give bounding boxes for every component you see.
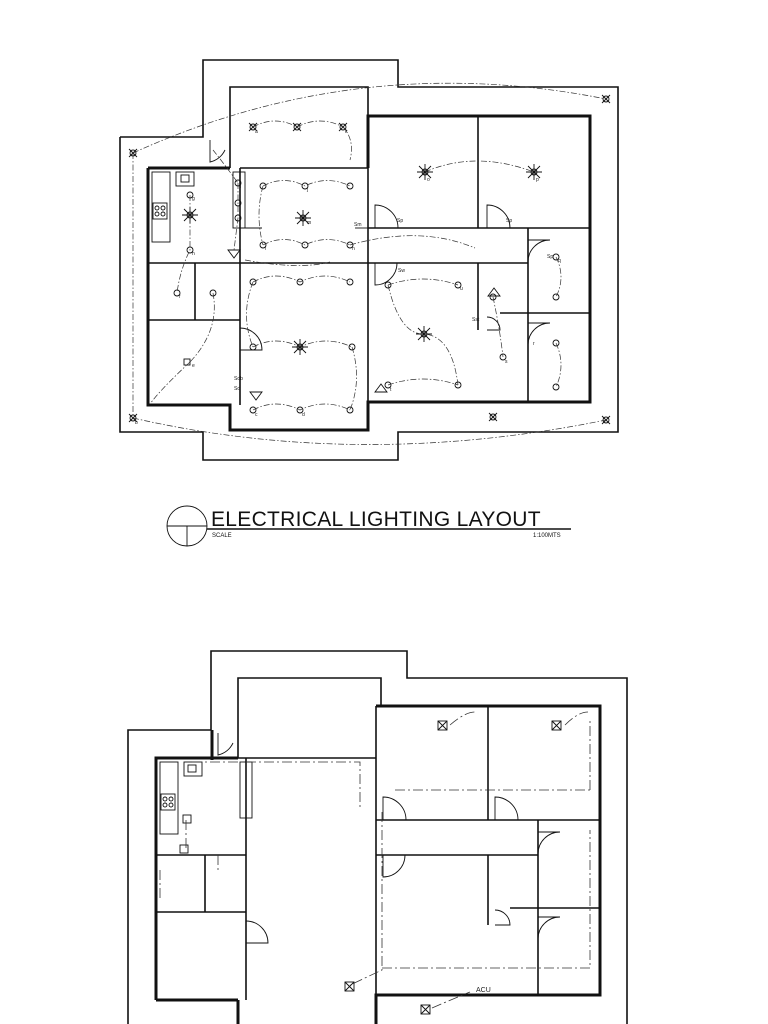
fixture-label: p xyxy=(536,177,539,183)
fixture-label: d xyxy=(302,412,305,418)
ac-unit-icon xyxy=(420,1004,431,1015)
ceiling-light-icon xyxy=(454,281,462,289)
wall-light-icon xyxy=(374,383,388,393)
kitchen-fixtures xyxy=(151,171,246,243)
lighting-plan: Sp Sp Sp Sm Sw Sst Sdb Sd a b c d e f g … xyxy=(119,59,619,461)
ac-unit-icon xyxy=(344,981,355,992)
wiring xyxy=(132,82,607,445)
wall-light-icon xyxy=(249,391,263,401)
ceiling-light-icon xyxy=(249,406,257,414)
ceiling-light-icon xyxy=(552,383,560,391)
switch-label: Sw xyxy=(398,268,405,274)
fixture-label: l xyxy=(265,246,266,252)
ceiling-light-icon xyxy=(552,339,560,347)
ac-piping xyxy=(159,711,591,1009)
ceiling-light-icon xyxy=(249,343,257,351)
ac-plan: ACU xyxy=(127,650,628,1024)
fixture-label: i xyxy=(240,184,241,190)
fixture-label: g xyxy=(192,196,195,202)
switch-label: Sd xyxy=(234,386,240,392)
plan-labels: Sp Sp Sp Sm Sw Sst Sdb Sd a b c d e f g … xyxy=(135,129,561,426)
ceiling-light-icon xyxy=(301,182,309,190)
fixture-label: f xyxy=(179,294,181,300)
ceiling-light-icon xyxy=(292,122,302,132)
fixture-label: t xyxy=(390,387,392,393)
ceiling-light-icon xyxy=(552,253,560,261)
ceiling-light-icon xyxy=(454,381,462,389)
fixture-label: j xyxy=(306,187,308,193)
kitchen-fixtures xyxy=(159,761,253,835)
ceiling-light-icon xyxy=(346,241,354,249)
ceiling-light-icon xyxy=(384,281,392,289)
fixture-label: u xyxy=(460,286,463,292)
ceiling-light-icon xyxy=(346,278,354,286)
house-walls xyxy=(146,86,592,432)
ceiling-light-icon xyxy=(296,278,304,286)
ceiling-light-icon xyxy=(249,278,257,286)
switch-label: Sst xyxy=(472,317,480,323)
ceiling-light-icon xyxy=(488,412,498,422)
ceiling-light-icon xyxy=(348,343,356,351)
switch-label: Sdb xyxy=(234,376,243,382)
house-walls xyxy=(154,677,602,1024)
ceiling-light-icon xyxy=(552,293,560,301)
switch-label: Sp xyxy=(547,254,553,260)
wall-light-icon xyxy=(487,287,501,297)
fixture-label: c xyxy=(255,412,258,418)
ceiling-light-icon xyxy=(301,241,309,249)
ac-unit-icon xyxy=(182,814,192,824)
fixture-label: r xyxy=(533,341,535,347)
pendant-light-icon xyxy=(295,210,311,226)
fixture-label: s xyxy=(505,359,508,365)
fixture-label: o xyxy=(427,177,430,183)
door-swings xyxy=(209,140,551,351)
ceiling-light-icon xyxy=(489,293,497,301)
fixture-label: h xyxy=(192,251,195,257)
ceiling-light-icon xyxy=(183,358,191,366)
pendant-light-icon xyxy=(416,326,432,342)
ceiling-light-icon xyxy=(346,182,354,190)
ceiling-light-icon xyxy=(173,289,181,297)
fixture-label: a xyxy=(255,129,258,135)
ac-unit-icon xyxy=(179,844,189,854)
fixture-label: m xyxy=(307,220,311,226)
ceiling-light-icon xyxy=(384,381,392,389)
scale-value: 1:100MTS xyxy=(533,533,561,539)
ac-unit-icon xyxy=(551,720,562,731)
fixture-label: b xyxy=(135,420,138,426)
wall-light-icon xyxy=(227,249,241,259)
site-boundary xyxy=(119,59,619,461)
drawing-title: ELECTRICAL LIGHTING LAYOUT xyxy=(211,508,541,531)
title-block: ELECTRICAL LIGHTING LAYOUT SCALE 1:100MT… xyxy=(166,505,571,547)
ceiling-light-icon xyxy=(346,406,354,414)
fixture-label: n xyxy=(352,246,355,252)
fixture-label: q xyxy=(558,258,561,264)
scale-label: SCALE xyxy=(212,533,232,539)
switch-label: Sp xyxy=(506,218,512,224)
door-swings xyxy=(217,733,561,944)
ac-units xyxy=(179,720,562,1015)
site-boundary xyxy=(127,650,628,1024)
acu-label: ACU xyxy=(476,987,491,994)
ceiling-light-icon xyxy=(259,241,267,249)
ceiling-light-icon xyxy=(296,406,304,414)
ceiling-light-icon xyxy=(209,289,217,297)
ac-unit-icon xyxy=(437,720,448,731)
ceiling-light-icon xyxy=(259,182,267,190)
switch-label: Sp xyxy=(397,218,403,224)
fixture-label: k xyxy=(345,129,348,135)
switch-label: Sm xyxy=(354,222,362,228)
fixture-label: e xyxy=(192,363,195,369)
